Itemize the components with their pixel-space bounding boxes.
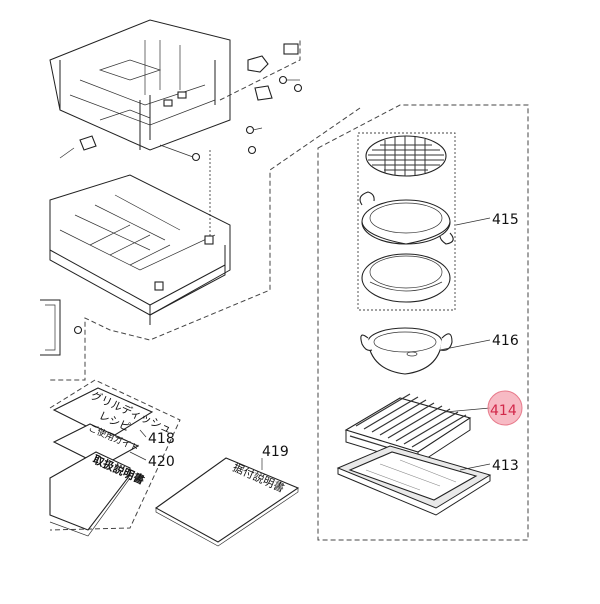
screws [59,43,303,240]
fryer-pot [360,327,453,375]
highlight-marker [487,390,523,426]
leader-lines [129,217,491,471]
label-415: 415 [492,212,519,228]
grill-dish-with-handles [359,191,454,245]
round-grill-grate [365,135,447,177]
group-outline-middle [50,107,361,381]
label-420: 420 [148,454,175,470]
label-419: 419 [262,444,289,460]
recipe-booklet: グリルディッシュ レシピ [52,387,174,439]
documents-group-frame [49,379,181,531]
round-tray [361,253,451,303]
label-418: 418 [148,431,175,447]
group-outline-upper [219,40,301,101]
baking-tray [336,445,492,516]
side-panel [40,299,83,356]
label-413: 413 [492,458,519,474]
label-414: 414 [490,403,517,419]
grill-dish-set-frame [357,132,456,311]
label-416: 416 [492,333,519,349]
accessory-group-frame [317,104,529,541]
oven-base [49,174,231,325]
oven-body-upper [49,19,231,151]
installation-manual: 据付説明書 [154,457,300,547]
